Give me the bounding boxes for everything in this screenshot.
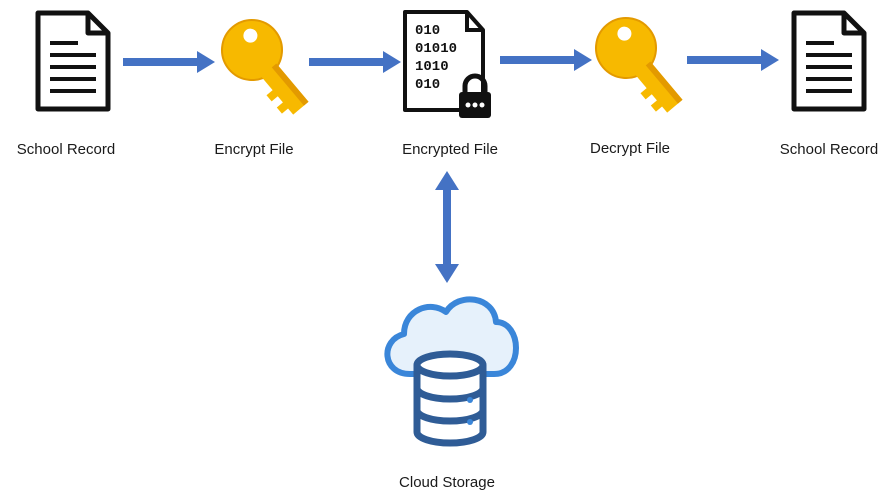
cloud-storage-icon xyxy=(384,296,519,447)
arrow-file-to-decrypt xyxy=(500,49,592,71)
decrypt-key-icon xyxy=(582,4,699,127)
padlock-icon xyxy=(459,73,491,118)
arrow-decrypt-to-record xyxy=(687,49,779,71)
encrypt-key-icon xyxy=(208,6,325,129)
arrow-record-to-encrypt xyxy=(123,51,215,73)
encrypt-file-label: Encrypt File xyxy=(214,141,294,158)
database-icon xyxy=(413,350,487,447)
encrypted-file-label: Encrypted File xyxy=(402,141,498,158)
school-record-result-icon xyxy=(794,13,864,109)
binary-line-2: 01010 xyxy=(415,41,457,57)
decrypt-file-label: Decrypt File xyxy=(589,140,671,157)
cloud-storage-label: Cloud Storage xyxy=(399,474,495,491)
arrow-encrypt-to-file xyxy=(309,51,401,73)
binary-line-3: 1010 xyxy=(415,59,449,75)
encrypted-file-icon: 010 01010 1010 010 xyxy=(403,10,491,118)
binary-line-4: 010 xyxy=(415,77,440,93)
school-record-source-icon xyxy=(38,13,108,109)
school-record-source-label: School Record xyxy=(16,141,116,158)
arrow-file-cloud-bidirectional xyxy=(435,171,459,283)
school-record-result-label: School Record xyxy=(779,141,879,158)
binary-line-1: 010 xyxy=(415,23,440,39)
